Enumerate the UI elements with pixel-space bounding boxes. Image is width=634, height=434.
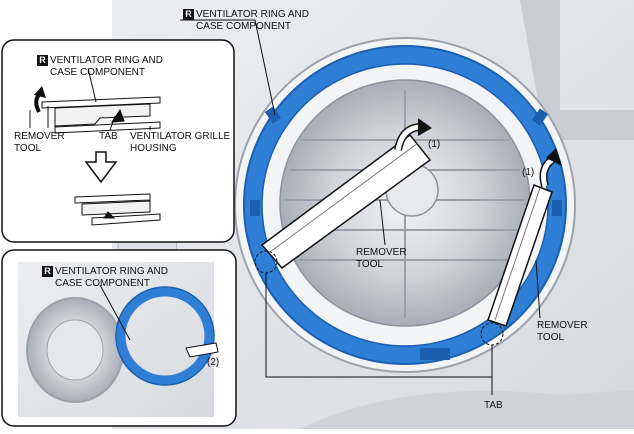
- inset-pull-arrow: [185, 342, 219, 358]
- main-leader-lines: [180, 19, 541, 395]
- remover-tool-left: [260, 133, 432, 270]
- detail-grille-housing-line1: VENTILATOR GRILLE: [130, 131, 231, 142]
- detail-tab-label: TAB: [99, 131, 118, 142]
- ring-tabs: [250, 106, 562, 360]
- rotate-arrow-right: [541, 157, 554, 187]
- removal-step-label: (2): [207, 357, 220, 368]
- detail-remover-tool-line1: REMOVER: [14, 131, 65, 142]
- detail-leader-lines: [29, 67, 151, 131]
- detail-inset: [1, 39, 235, 243]
- cross-section-after: [74, 193, 161, 226]
- remover-tool-label-right-line1: REMOVER: [537, 320, 588, 331]
- rotate-arrow-right-head: [546, 148, 562, 166]
- remover-tool-left-bevel: [269, 142, 419, 253]
- ring-callout-line1: VENTILATOR RING AND: [196, 9, 309, 20]
- rotate-arrow-left-head: [418, 118, 432, 136]
- r-badge: R: [42, 266, 53, 277]
- step-label-right: (1): [522, 167, 535, 178]
- remover-tool-label-left-line2: TOOL: [356, 259, 384, 270]
- step-label-left: (1): [428, 139, 441, 150]
- removal-ring-callout-line1: VENTILATOR RING AND: [55, 266, 168, 277]
- remover-tool-label-left-line1: REMOVER: [356, 247, 407, 258]
- panel-lower: [300, 390, 634, 429]
- detail-rotate-arrow-head: [34, 86, 46, 98]
- tab-label-main: TAB: [484, 400, 503, 411]
- cross-section-before: [41, 96, 161, 134]
- removal-ring-callout-line2: CASE COMPONENT: [55, 278, 151, 289]
- remover-tool-right-bevel: [494, 187, 541, 321]
- ventilator-ring-edge: [243, 45, 567, 365]
- detail-remover-tool-line2: TOOL: [14, 143, 42, 154]
- detail-ring-callout-line1: VENTILATOR RING AND: [50, 55, 163, 66]
- r-badge: R: [183, 9, 194, 20]
- removal-inset: [1, 249, 237, 427]
- rotate-arrow-left: [395, 124, 421, 151]
- remover-tool-right: [487, 184, 553, 327]
- inset-vent-inner: [46, 319, 104, 381]
- detail-ring-callout-line2: CASE COMPONENT: [50, 67, 146, 78]
- inset-ring: [116, 287, 214, 385]
- remover-tool-label-right-line2: TOOL: [537, 332, 565, 343]
- inset-ring-edge: [115, 286, 215, 386]
- r-badge: R: [37, 55, 48, 66]
- detail-down-arrow: [84, 151, 118, 184]
- detail-grille-housing-line2: HOUSING: [130, 143, 177, 154]
- inset-leader: [99, 284, 131, 341]
- panel-recess: [520, 0, 634, 140]
- main-ring-callout-line2: CASE COMPONENT: [196, 21, 292, 32]
